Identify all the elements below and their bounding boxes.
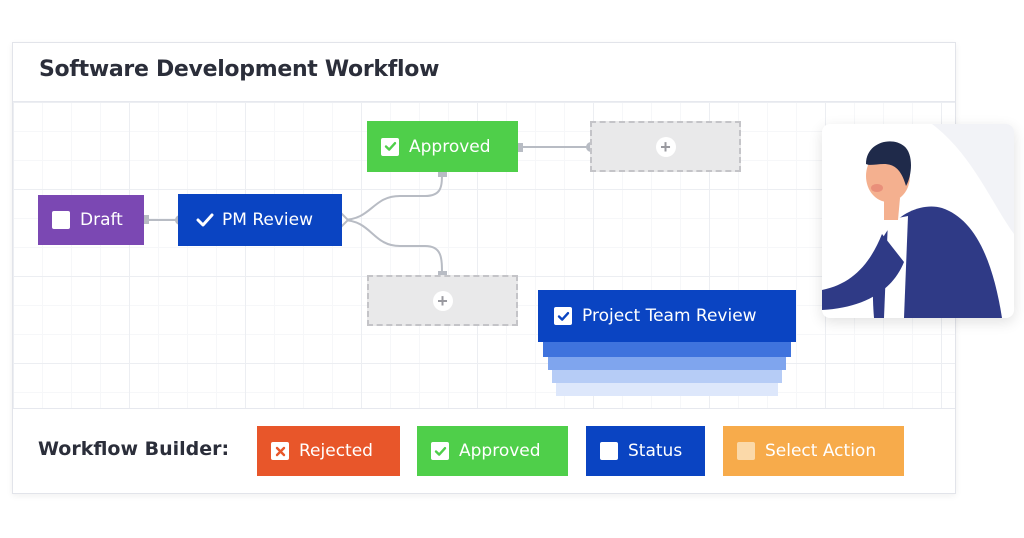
add-step-placeholder[interactable]: + (367, 275, 518, 326)
node-project-team-review-label: Project Team Review (582, 306, 757, 326)
plus-icon: + (432, 290, 453, 311)
node-draft[interactable]: Draft (38, 195, 144, 245)
legend-approved-label: Approved (459, 441, 541, 461)
checkbox-checked-icon (381, 137, 399, 156)
node-pm-review-label: PM Review (222, 210, 313, 230)
checkbox-checked-icon (554, 307, 572, 325)
stack-layer (543, 341, 791, 357)
node-approved[interactable]: Approved (367, 121, 518, 172)
node-draft-label: Draft (80, 210, 123, 230)
checkbox-checked-icon (431, 442, 449, 460)
add-step-placeholder[interactable]: + (590, 121, 741, 172)
node-pm-review[interactable]: PM Review (178, 194, 342, 246)
legend-rejected[interactable]: Rejected (257, 426, 400, 476)
legend-select-action[interactable]: Select Action (723, 426, 904, 476)
legend-select-action-label: Select Action (765, 441, 877, 461)
legend-approved[interactable]: Approved (417, 426, 568, 476)
stack-layer (548, 354, 786, 370)
presenter-illustration (822, 124, 1014, 318)
person-icon (822, 124, 1014, 318)
node-approved-label: Approved (409, 136, 491, 157)
legend-status[interactable]: Status (586, 426, 705, 476)
checkbox-icon (737, 442, 755, 460)
checkbox-icon (52, 211, 70, 229)
checkbox-icon (600, 442, 618, 460)
plus-icon: + (655, 136, 676, 157)
x-box-icon (271, 442, 289, 460)
page-title: Software Development Workflow (39, 57, 440, 82)
node-project-team-review[interactable]: Project Team Review (538, 290, 796, 342)
stack-layer (556, 380, 778, 396)
workflow-builder-label: Workflow Builder: (38, 438, 230, 460)
stack-layer (552, 367, 782, 383)
checkmark-icon (196, 213, 214, 227)
legend-status-label: Status (628, 441, 683, 461)
legend-rejected-label: Rejected (299, 441, 373, 461)
